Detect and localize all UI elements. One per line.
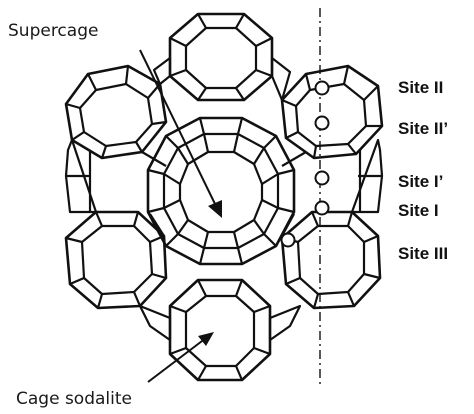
site-iii-marker: [282, 234, 295, 247]
sodalite-cage-upper-right: [282, 66, 382, 158]
site-ii-marker: [316, 82, 329, 95]
site-label: Site II: [398, 78, 443, 97]
supercage-window: [148, 118, 294, 264]
sodalite-arrow-head: [198, 332, 214, 346]
sodalite-label: Cage sodalite: [16, 389, 132, 409]
site-ii-prime-marker: [316, 117, 329, 130]
site-label: Site II’: [398, 119, 448, 138]
sodalite-cage-bottom: [170, 280, 270, 380]
site-label: Site III: [398, 244, 448, 263]
sodalite-cage-lower-right: [282, 212, 380, 308]
sodalite-arrow: [148, 338, 206, 382]
site-label: Site I’: [398, 172, 443, 191]
site-i-prime-marker: [316, 172, 329, 185]
sodalite-cage-lower-left: [66, 212, 166, 308]
site-i-marker: [316, 202, 329, 215]
sodalite-cage-upper-left: [66, 66, 166, 158]
supercage-label: Supercage: [8, 21, 98, 41]
site-label: Site I: [398, 201, 439, 220]
sodalite-cage-top: [170, 14, 272, 100]
